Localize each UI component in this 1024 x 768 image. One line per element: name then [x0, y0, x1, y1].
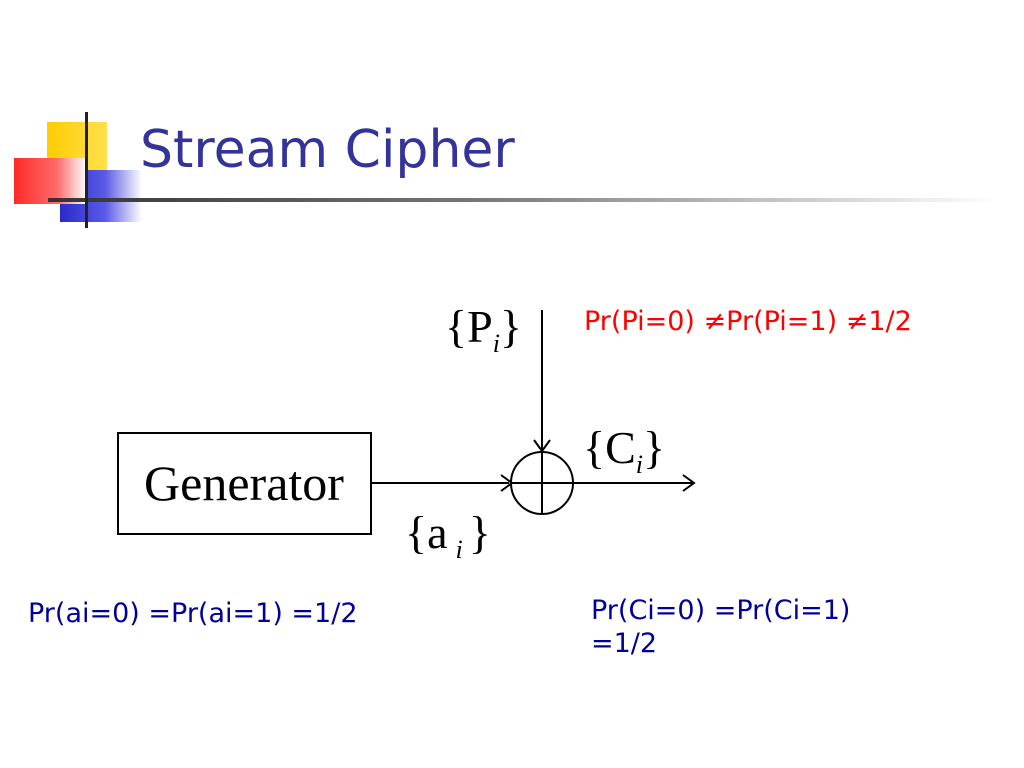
generator-label: Generator — [144, 455, 344, 511]
ciphertext-arrowhead — [682, 474, 696, 492]
ciphertext-probability: Pr(Ci=0) =Pr(Ci=1) =1/2 — [591, 594, 850, 661]
keystream-probability: Pr(ai=0) =Pr(ai=1) =1/2 — [28, 598, 358, 629]
title-decoration — [14, 112, 998, 228]
ciphertext-label: {Ci} — [583, 422, 665, 479]
plaintext-probability: Pr(Pi=0) ≠Pr(Pi=1) ≠1/2 — [584, 306, 912, 337]
red-square — [14, 158, 86, 204]
ciphertext-probability-line-2: =1/2 — [591, 628, 658, 660]
plaintext-label: {Pi} — [445, 301, 522, 358]
decor-vertical-line — [85, 112, 88, 228]
title-underline — [48, 198, 998, 202]
slide-title: Stream Cipher — [140, 120, 515, 180]
ciphertext-probability-line-1: Pr(Ci=0) =Pr(Ci=1) — [591, 595, 851, 626]
